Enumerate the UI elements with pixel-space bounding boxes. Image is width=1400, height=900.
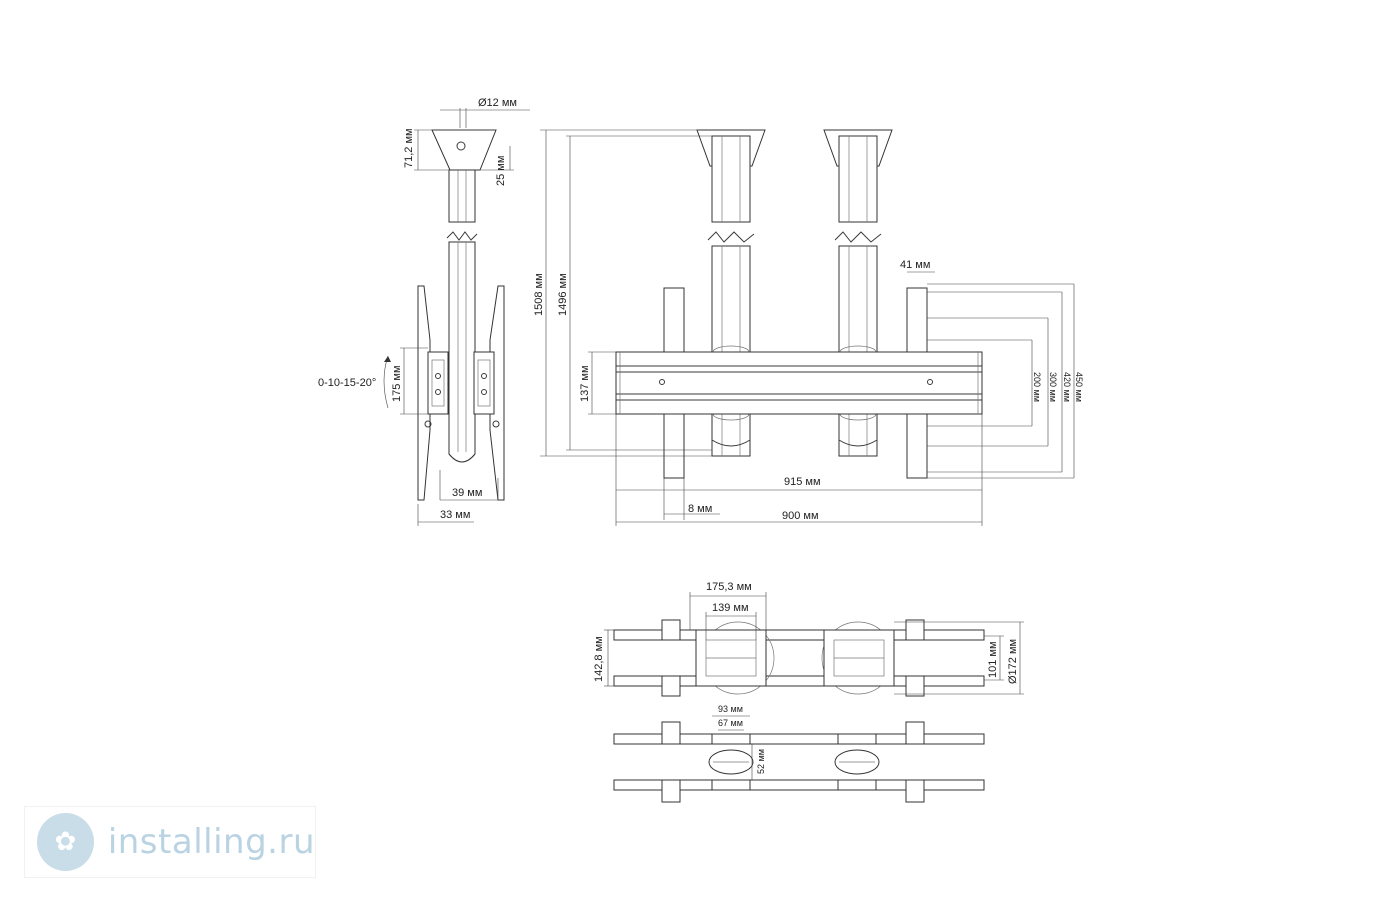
logo-icon: ✿ xyxy=(37,813,94,871)
top-view-upper xyxy=(604,592,1024,697)
watermark-logo: ✿ installing.ru xyxy=(24,806,316,878)
label-pole-offset: 25 мм xyxy=(495,156,507,186)
label-w175: 175,3 мм xyxy=(706,581,752,593)
side-view xyxy=(383,108,530,526)
label-height-1508: 1508 мм xyxy=(533,273,545,316)
label-v420: 420 мм xyxy=(1062,372,1072,402)
front-view xyxy=(540,129,1075,526)
label-w67: 67 мм xyxy=(718,718,743,728)
top-view-lower xyxy=(613,715,985,803)
label-w93: 93 мм xyxy=(718,704,743,714)
label-cap-height: 71,2 мм xyxy=(403,128,415,168)
label-v200: 200 мм xyxy=(1032,372,1042,402)
label-h142: 142,8 мм xyxy=(593,636,605,682)
label-w139: 139 мм xyxy=(712,602,749,614)
label-tilt: 0-10-15-20° xyxy=(318,377,376,389)
label-w8: 8 мм xyxy=(688,503,712,515)
label-depth-39: 39 мм xyxy=(452,487,482,499)
label-bracket-width: 41 мм xyxy=(900,259,930,271)
dimension-labels: Ø12 мм 71,2 мм 25 мм 0-10-15-20° 175 мм … xyxy=(318,97,1084,774)
label-v450: 450 мм xyxy=(1074,372,1084,402)
label-depth-33: 33 мм xyxy=(440,509,470,521)
label-pole-diameter: Ø12 мм xyxy=(478,97,517,109)
watermark-text: installing.ru xyxy=(107,822,315,862)
label-d172: Ø172 мм xyxy=(1007,639,1019,684)
label-height-1496: 1496 мм xyxy=(557,273,569,316)
label-w915: 915 мм xyxy=(784,476,821,488)
label-v300: 300 мм xyxy=(1048,372,1058,402)
label-rail-height: 137 мм xyxy=(579,365,591,402)
label-h101: 101 мм xyxy=(987,641,999,678)
label-h52: 52 мм xyxy=(756,749,766,774)
label-w900: 900 мм xyxy=(782,510,819,522)
label-bracket-hole: 175 мм xyxy=(391,365,403,402)
